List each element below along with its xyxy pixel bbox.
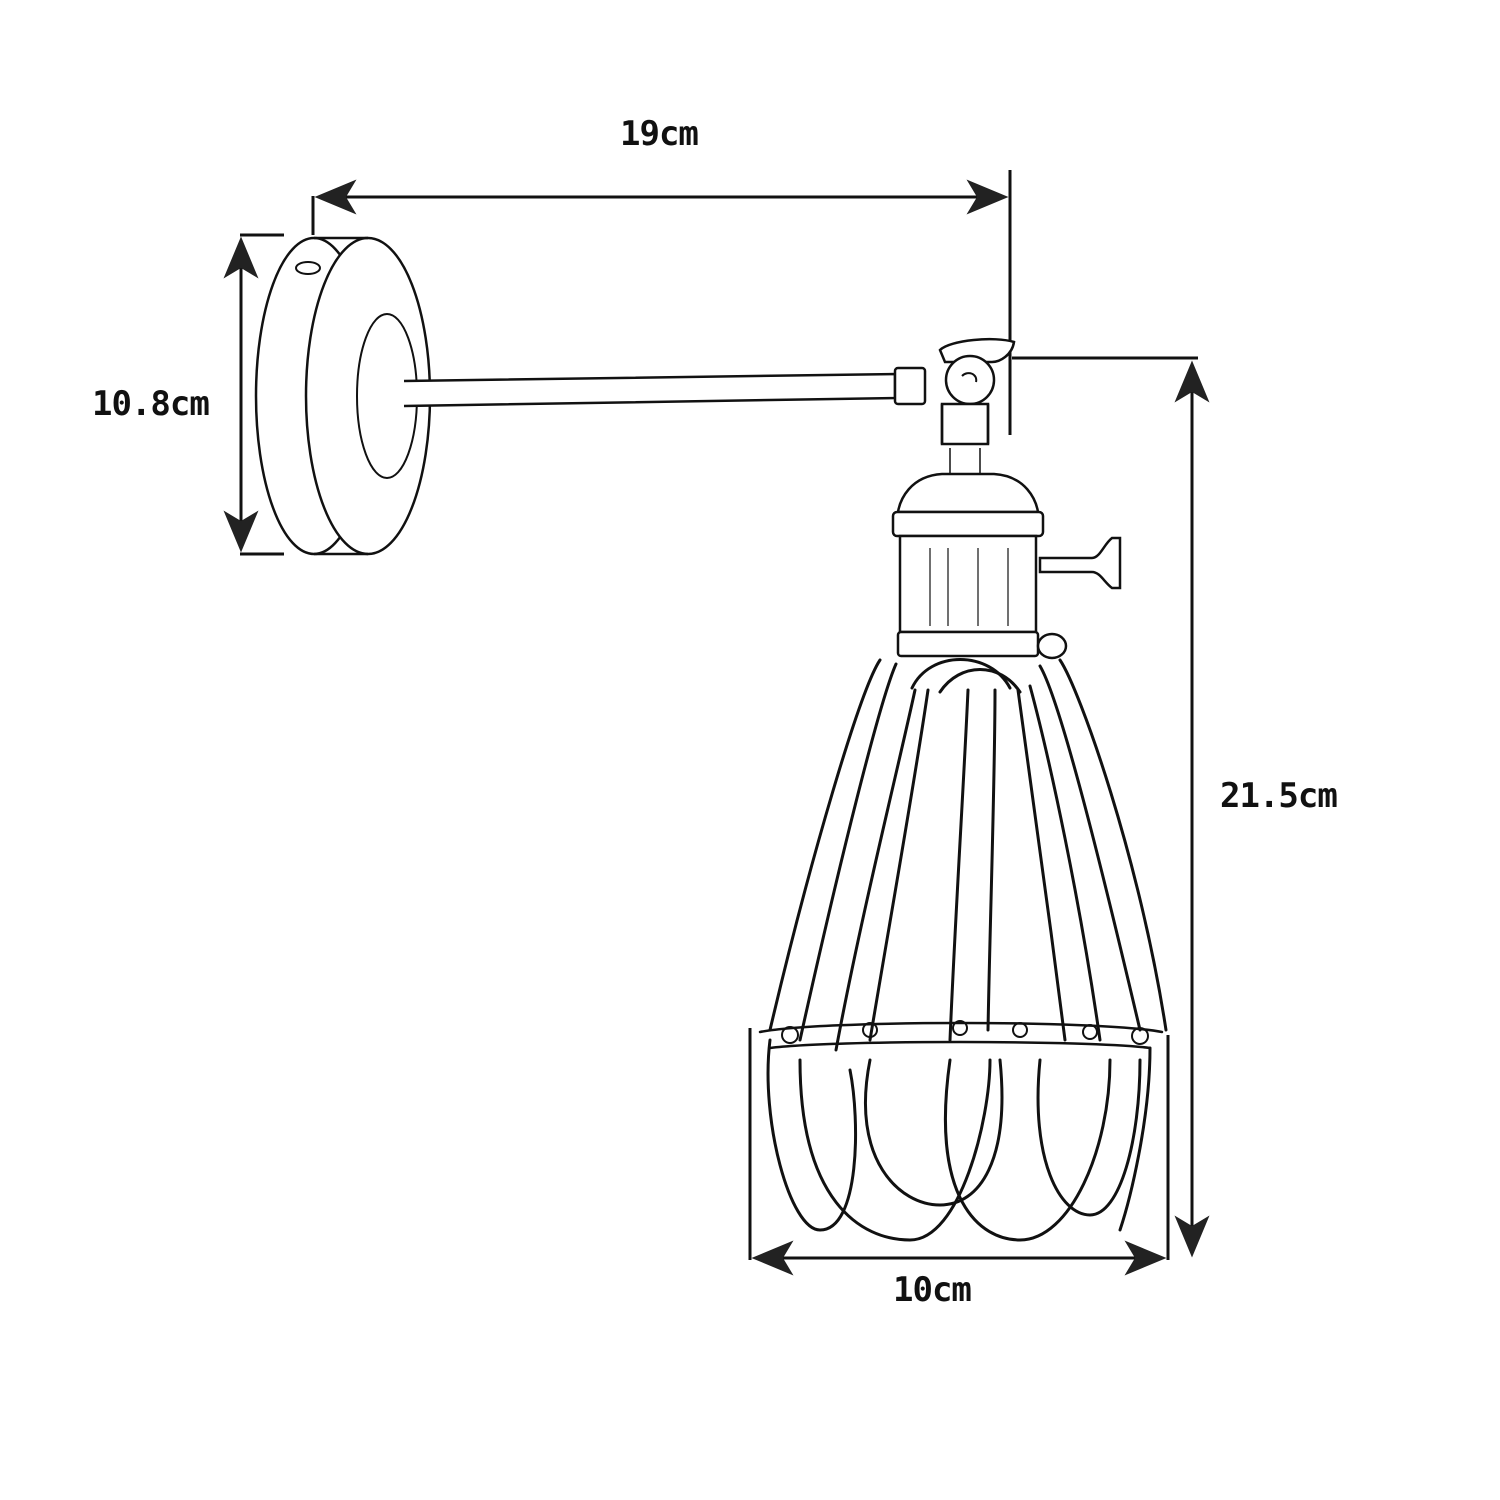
height-dimension	[1012, 356, 1210, 1258]
knuckle-joint	[938, 337, 1016, 474]
arm-length-dimension	[311, 170, 1012, 435]
backplate-diameter-label: 10.8cm	[92, 384, 210, 424]
cage-width-label: 10cm	[893, 1270, 972, 1310]
backplate-dimension	[223, 233, 284, 556]
total-height-label: 21.5cm	[1220, 776, 1338, 816]
cage-width-dimension	[748, 1028, 1170, 1276]
backplate	[254, 236, 432, 556]
lampholder	[891, 472, 1122, 660]
arm-length-label: 19cm	[620, 114, 699, 154]
arm	[403, 366, 927, 408]
wire-cage	[758, 658, 1168, 1242]
